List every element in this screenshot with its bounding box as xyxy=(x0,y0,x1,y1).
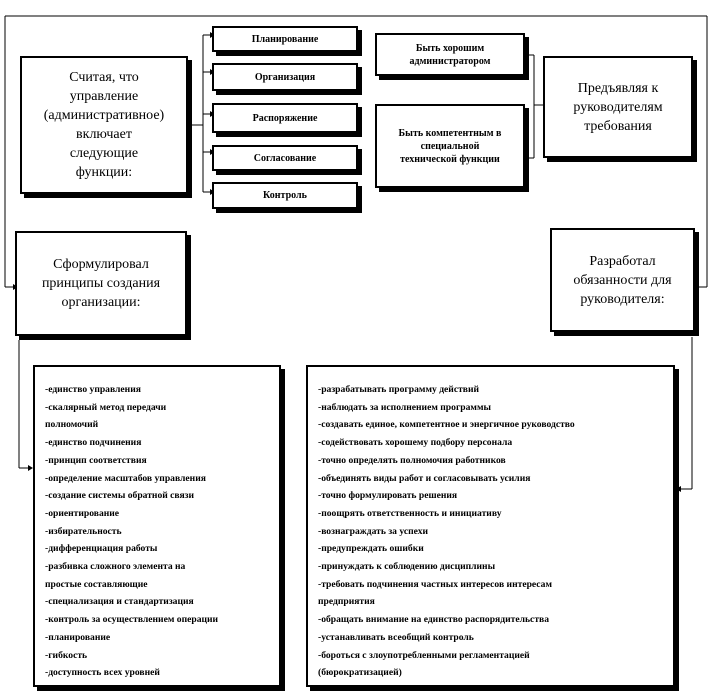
requirement-line: технической функции xyxy=(400,153,500,165)
list-item: -разрабатывать программу действий xyxy=(318,384,480,395)
function-label: Согласование xyxy=(253,152,317,164)
list-item: -принцип соответствия xyxy=(45,454,147,466)
list-item: -единство подчинения xyxy=(45,437,142,449)
duties-box-line: Разработал xyxy=(589,253,656,269)
principles-box: Сформулировал принципы создания организа… xyxy=(15,231,187,336)
list-item: -точно формулировать решения xyxy=(318,490,458,502)
function-command: Распоряжение xyxy=(212,103,358,133)
function-control: Контроль xyxy=(212,182,358,209)
requirement-technical-competence: Быть компетентным в специальной техничес… xyxy=(375,104,525,188)
list-item: -вознаграждать за успехи xyxy=(318,525,429,537)
duties-box-line: руководителя: xyxy=(580,291,665,307)
function-label: Планирование xyxy=(251,33,319,45)
list-item: -специализация и стандартизация xyxy=(45,596,194,608)
list-item: -бороться с злоупотребленными регламента… xyxy=(318,649,530,661)
list-item: -определение масштабов управления xyxy=(45,472,206,484)
list-item: -устанавливать всеобщий контроль xyxy=(318,631,474,643)
list-item: -наблюдать за исполнением программы xyxy=(318,401,491,413)
requirement-line: администратором xyxy=(409,55,491,67)
admin-box-line: Считая, что xyxy=(69,70,139,85)
list-item: -доступность всех уровней xyxy=(45,667,160,679)
list-item: простые составляющие xyxy=(45,578,148,590)
principles-box-line: организации: xyxy=(61,295,141,310)
duties-box-line: обязанности для xyxy=(573,272,672,288)
principles-list: -единство управления -скалярный метод пе… xyxy=(33,365,281,687)
principles-box-line: Сформулировал xyxy=(53,257,149,272)
list-item: -планирование xyxy=(45,631,111,643)
list-item: -содействовать хорошему подбору персонал… xyxy=(318,437,513,449)
admin-box-line: функции: xyxy=(75,165,133,180)
list-item: -поощрять ответственность и инициативу xyxy=(318,507,502,519)
list-item: -точно определять полномочия работников xyxy=(318,454,506,466)
list-item: -предупреждать ошибки xyxy=(318,543,424,555)
list-item: -требовать подчинения частных интересов … xyxy=(318,578,552,590)
duties-box: Разработал обязанности для руководителя: xyxy=(550,228,695,332)
requirements-box-line: требования xyxy=(584,118,652,134)
admin-box-line: (административное) xyxy=(43,108,165,123)
admin-box-line: управление xyxy=(69,89,139,104)
list-item: -принуждать к соблюдению дисциплины xyxy=(318,561,496,573)
list-item: полномочий xyxy=(45,419,99,431)
function-label: Распоряжение xyxy=(252,112,318,124)
principles-box-line: принципы создания xyxy=(41,276,161,291)
function-coordination: Согласование xyxy=(212,145,358,171)
requirement-line: Быть хорошим xyxy=(415,42,485,54)
function-planning: Планирование xyxy=(212,26,358,52)
list-item: -создавать единое, компетентное и энерги… xyxy=(318,419,575,431)
requirement-line: специальной xyxy=(420,140,480,152)
list-item: (бюрократизацией) xyxy=(318,667,402,679)
function-organization: Организация xyxy=(212,63,358,91)
requirements-box-line: руководителям xyxy=(573,99,663,115)
list-item: -единство управления xyxy=(45,384,141,395)
admin-box-line: следующие xyxy=(69,146,139,161)
list-item: -гибкость xyxy=(45,649,88,661)
requirement-good-administrator: Быть хорошим администратором xyxy=(375,33,525,76)
list-item: -дифференциация работы xyxy=(45,543,158,555)
list-item: -объединять виды работ и согласовывать у… xyxy=(318,472,531,484)
admin-functions-box: Считая, что управление (административное… xyxy=(20,56,188,194)
list-item: -обращать внимание на единство распоряди… xyxy=(318,614,550,626)
list-item: -скалярный метод передачи xyxy=(45,401,167,413)
list-item: -создание системы обратной связи xyxy=(45,490,195,502)
list-item: -избирательность xyxy=(45,525,122,537)
function-label: Контроль xyxy=(263,190,307,201)
requirements-box-line: Предъявляя к xyxy=(577,80,659,96)
duties-list: -разрабатывать программу действий -наблю… xyxy=(306,365,675,687)
function-label: Организация xyxy=(254,71,316,83)
list-item: -ориентирование xyxy=(45,507,120,519)
admin-box-line: включает xyxy=(76,127,132,142)
list-item: -разбивка сложного элемента на xyxy=(45,561,186,573)
requirements-box: Предъявляя к руководителям требования xyxy=(543,56,693,158)
requirement-line: Быть компетентным в xyxy=(398,127,502,139)
list-item: предприятия xyxy=(318,596,375,608)
list-item: -контроль за осуществлением операции xyxy=(45,614,219,626)
